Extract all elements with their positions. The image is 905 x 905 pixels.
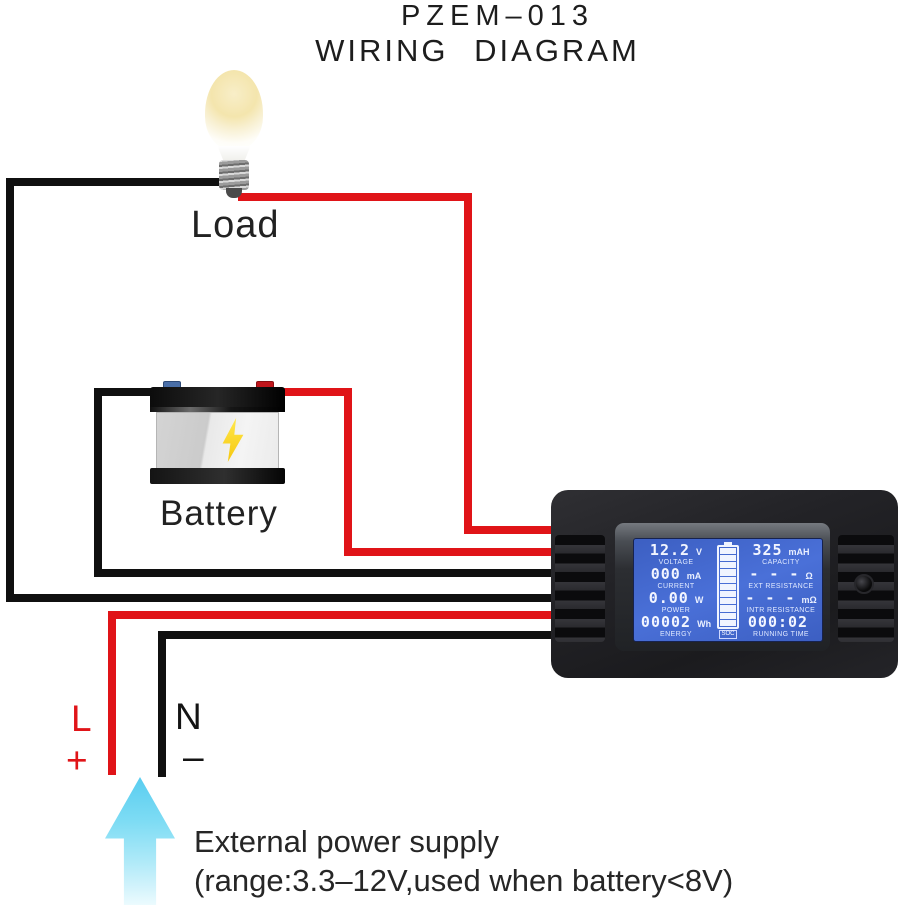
bulb-glass — [205, 70, 263, 150]
wire-external-live-horizontal — [108, 611, 562, 619]
gauge-segment — [720, 612, 736, 619]
running-time-label: RUNNING TIME — [752, 631, 809, 638]
intr-resistance-value: - - - — [745, 589, 796, 607]
wire-load-red-horizontal-bottom — [464, 526, 562, 534]
power-meter-device: 12.2 V VOLTAGE 000 mA CURRENT — [551, 490, 898, 678]
soc-label: SOC — [719, 630, 737, 639]
lcd-screen: 12.2 V VOLTAGE 000 mA CURRENT — [633, 538, 823, 642]
battery-top-cap — [150, 387, 285, 407]
meter-button — [854, 574, 874, 594]
light-bulb-icon — [204, 70, 264, 202]
gauge-segment — [720, 619, 736, 627]
power-readout: 0.00 W POWER — [638, 589, 714, 615]
up-arrow-icon — [105, 777, 175, 905]
running-time-value: 000:02 — [747, 613, 809, 631]
external-supply-line1: External power supply — [194, 824, 499, 859]
energy-label: ENERGY — [660, 631, 692, 638]
wire-external-neutral-vertical — [158, 631, 166, 777]
voltage-unit: V — [696, 547, 703, 557]
gauge-segment — [720, 591, 736, 598]
power-label: POWER — [661, 607, 691, 614]
battery-body — [156, 412, 279, 470]
wire-battery-red-horizontal-bottom — [344, 548, 562, 556]
current-unit: mA — [686, 571, 702, 581]
gauge-segment — [720, 569, 736, 576]
power-unit: W — [694, 595, 704, 605]
gauge-segment — [720, 598, 736, 605]
neutral-terminal-sign: – — [183, 736, 204, 777]
voltage-value: 12.2 — [649, 541, 691, 559]
power-value: 0.00 — [648, 589, 689, 607]
meter-vent-left — [555, 535, 605, 642]
ext-resistance-label: EXT RESISTANCE — [748, 583, 814, 590]
wire-battery-black-horizontal-bottom — [94, 569, 562, 577]
wire-load-black-horizontal-top — [6, 178, 220, 186]
wire-load-black-horizontal-bottom — [6, 594, 562, 602]
bulb-neck — [217, 146, 251, 162]
wire-battery-red-vertical — [344, 388, 352, 556]
capacity-unit: mAH — [788, 547, 810, 557]
battery-gauge-segments — [717, 544, 739, 629]
voltage-readout: 12.2 V VOLTAGE — [638, 541, 714, 567]
capacity-value: 325 — [752, 541, 783, 559]
gauge-segment — [720, 576, 736, 583]
load-label: Load — [191, 204, 280, 246]
intr-resistance-readout: - - - mΩ INTR RESISTANCE — [742, 589, 820, 615]
wire-load-red-horizontal-top — [238, 193, 472, 201]
ext-resistance-value: - - - — [749, 565, 800, 583]
external-supply-line2: (range:3.3–12V,used when battery<8V) — [194, 863, 734, 898]
wire-battery-black-vertical — [94, 388, 102, 577]
page-title: PZEM–013 — [400, 0, 595, 32]
neutral-terminal-label: N — [175, 696, 202, 737]
intr-resistance-label: INTR RESISTANCE — [746, 607, 816, 614]
bulb-screw-base — [219, 160, 249, 190]
meter-screen-bezel: 12.2 V VOLTAGE 000 mA CURRENT — [615, 523, 830, 651]
bulb-contact-tip — [226, 188, 242, 198]
wire-battery-red-horizontal-top — [266, 388, 352, 396]
wire-external-live-vertical — [108, 611, 116, 775]
battery-gloss-strip — [150, 407, 285, 412]
current-readout: 000 mA CURRENT — [638, 565, 714, 591]
energy-readout: 00002 Wh ENERGY — [638, 613, 714, 639]
voltage-label: VOLTAGE — [658, 559, 694, 566]
battery-gauge-tab — [724, 542, 732, 545]
current-label: CURRENT — [657, 583, 695, 590]
live-terminal-label: L — [71, 698, 92, 739]
intr-resistance-unit: mΩ — [801, 595, 817, 605]
gauge-segment — [720, 583, 736, 591]
external-supply-caption: External power supply (range:3.3–12V,use… — [194, 822, 733, 900]
live-terminal-sign: + — [66, 740, 88, 781]
capacity-label: CAPACITY — [762, 559, 800, 566]
capacity-readout: 325 mAH CAPACITY — [742, 541, 820, 567]
running-time-readout: 000:02 RUNNING TIME — [742, 613, 820, 639]
gauge-segment — [720, 547, 736, 554]
gauge-segment — [720, 555, 736, 562]
gauge-segment — [720, 605, 736, 612]
page-subtitle: WIRING DIAGRAM — [315, 33, 640, 68]
lcd-left-column: 12.2 V VOLTAGE 000 mA CURRENT — [638, 542, 714, 639]
wire-load-red-vertical — [464, 193, 472, 534]
current-value: 000 — [650, 565, 681, 583]
energy-value: 00002 — [640, 613, 692, 631]
gauge-segment — [720, 562, 736, 569]
battery-bottom-cap — [150, 468, 285, 484]
ext-resistance-readout: - - - Ω EXT RESISTANCE — [742, 565, 820, 591]
lcd-right-column: 325 mAH CAPACITY - - - Ω EXT RESISTANCE — [742, 542, 820, 639]
ext-resistance-unit: Ω — [805, 571, 813, 581]
battery-icon — [150, 381, 285, 485]
battery-label: Battery — [160, 494, 278, 533]
battery-gauge: SOC — [714, 542, 742, 639]
wire-load-black-vertical-left — [6, 178, 14, 602]
wire-external-neutral-horizontal — [158, 631, 562, 639]
energy-unit: Wh — [697, 619, 712, 629]
wire-battery-black-horizontal-top — [98, 388, 156, 396]
